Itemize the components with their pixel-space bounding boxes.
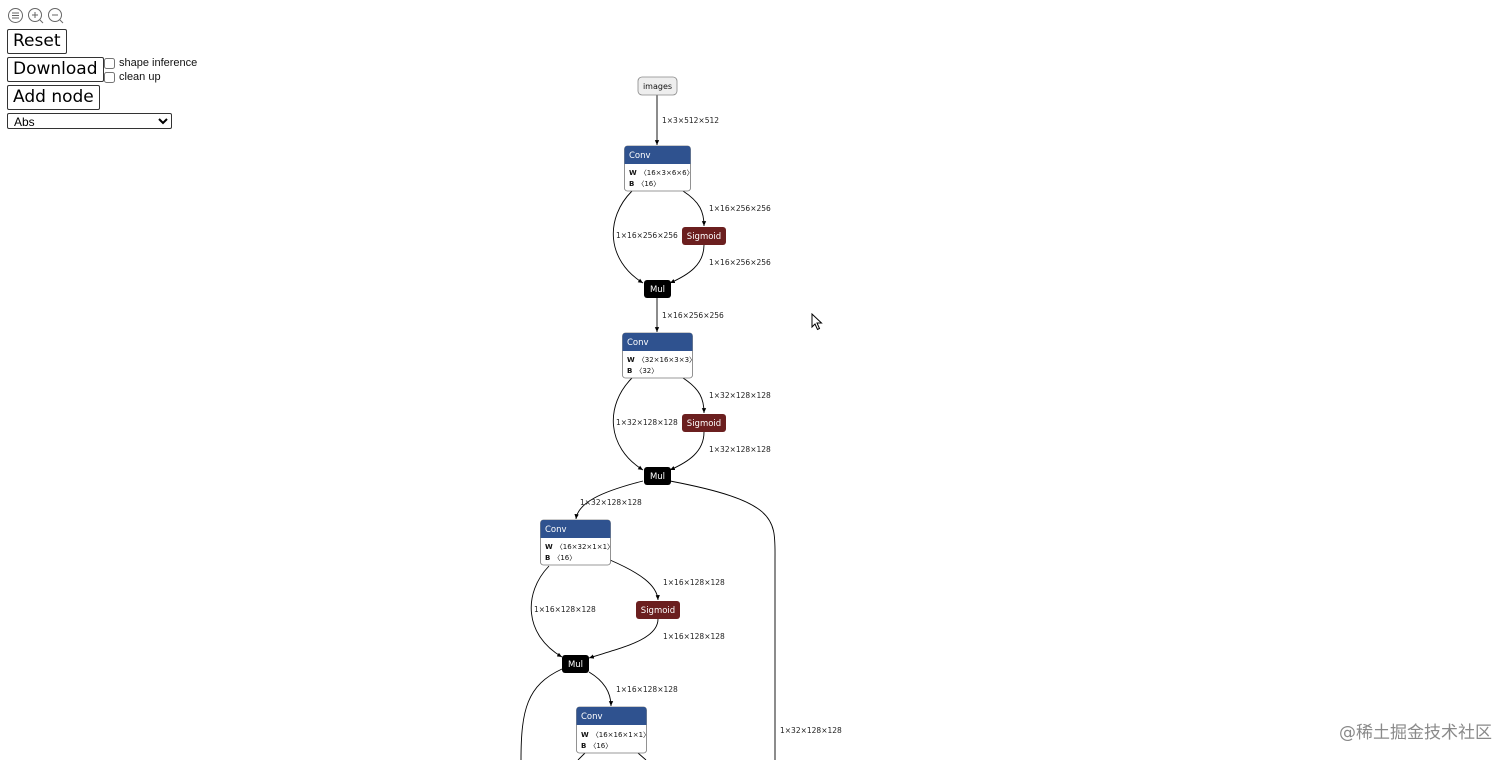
- sigmoid-node-3[interactable]: Sigmoid: [636, 601, 680, 619]
- download-button[interactable]: Download: [7, 57, 104, 82]
- edge-conv1-sig1: [682, 190, 707, 227]
- conv-node-1-w-val: 〈16×3×6×6〉: [640, 169, 694, 177]
- shape-inference-label: shape inference: [119, 57, 198, 69]
- edge-sig1-mul1: [669, 244, 705, 284]
- conv-node-1-title: Conv: [629, 151, 651, 161]
- edge-label-conv3-sig3: 1×16×128×128: [663, 578, 725, 587]
- add-node-button[interactable]: Add node: [7, 85, 100, 110]
- clean-up-label: clean up: [119, 71, 161, 83]
- clean-up-checkbox[interactable]: [104, 71, 115, 83]
- conv-node-1-weight: W〈16×3×6×6〉: [629, 169, 694, 177]
- conv-node-3-bias: B〈16〉: [545, 554, 576, 562]
- edge-label-sig2-mul2: 1×32×128×128: [709, 445, 771, 454]
- edge-label-images-conv1: 1×3×512×512: [662, 116, 719, 125]
- edge-label-conv1-mul1: 1×16×256×256: [616, 231, 678, 240]
- edge-mul2-skip: [669, 480, 776, 760]
- toolbar-icons: [7, 7, 64, 24]
- edge-label-conv1-sig1: 1×16×256×256: [709, 204, 771, 213]
- edge-mul3-conv4: [588, 671, 614, 707]
- conv-node-4-weight: W〈16×16×1×1〉: [581, 731, 650, 739]
- conv-node-3-b-key: B: [545, 554, 550, 562]
- watermark: @稀土掘金技术社区: [1339, 723, 1492, 743]
- edge-conv1-mul1: [612, 190, 644, 284]
- edge-label-mul2-skip: 1×32×128×128: [780, 726, 842, 735]
- conv-node-1-bias: B〈16〉: [629, 180, 660, 188]
- edge-sig2-mul2: [669, 431, 705, 471]
- sigmoid-node-3-title: Sigmoid: [641, 606, 675, 616]
- edge-conv2-mul2: [612, 377, 644, 471]
- reset-button[interactable]: Reset: [7, 29, 67, 54]
- shape-inference-checkbox[interactable]: [104, 57, 115, 69]
- mul-node-1-title: Mul: [650, 285, 665, 295]
- mul-node-2[interactable]: Mul: [644, 467, 671, 485]
- edge-label-mul1-conv2: 1×16×256×256: [662, 311, 724, 320]
- conv-node-2-title: Conv: [627, 338, 649, 348]
- edge-label-conv2-sig2: 1×32×128×128: [709, 391, 771, 400]
- shape-inference-option[interactable]: shape inference: [104, 56, 197, 70]
- conv-node-2-w-val: 〈32×16×3×3〉: [638, 356, 696, 364]
- input-node-label: images: [643, 82, 672, 91]
- edge-conv4-out-right: [637, 752, 647, 760]
- conv-node-2-b-key: B: [627, 367, 632, 375]
- conv-node-4[interactable]: Conv W〈16×16×1×1〉 B〈16〉: [576, 706, 651, 754]
- edge-sig3-mul3: [588, 618, 659, 659]
- conv-node-4-b-key: B: [581, 742, 586, 750]
- conv-node-3-weight: W〈16×32×1×1〉: [545, 543, 614, 551]
- sigmoid-node-1[interactable]: Sigmoid: [682, 227, 726, 245]
- mul-node-2-title: Mul: [650, 472, 665, 482]
- mul-node-3[interactable]: Mul: [562, 655, 589, 673]
- conv-node-4-title: Conv: [581, 712, 603, 722]
- conv-node-2-b-val: 〈32〉: [635, 367, 658, 375]
- edge-mul2-conv3: [574, 480, 644, 520]
- mouse-cursor-icon: [811, 313, 823, 331]
- edge-conv2-sig2: [682, 377, 707, 414]
- menu-icon[interactable]: [7, 7, 24, 24]
- zoom-out-icon[interactable]: [47, 7, 64, 24]
- edge-conv3-mul3: [530, 565, 563, 658]
- edge-labels: 1×3×512×512 1×16×256×256 1×16×256×256 1×…: [534, 116, 842, 735]
- conv-node-3-w-val: 〈16×32×1×1〉: [556, 543, 614, 551]
- input-node-images[interactable]: images: [637, 76, 678, 96]
- edge-mul3-continue: [520, 668, 563, 760]
- conv-node-1[interactable]: Conv W〈16×3×6×6〉 B〈16〉: [624, 145, 694, 192]
- conv-node-2[interactable]: Conv W〈32×16×3×3〉 B〈32〉: [622, 332, 697, 379]
- conv-node-3-w-key: W: [545, 543, 553, 551]
- conv-node-4-bias: B〈16〉: [581, 742, 612, 750]
- edge-conv3-sig3: [609, 559, 660, 601]
- mul-node-1[interactable]: Mul: [644, 280, 671, 298]
- conv-node-1-w-key: W: [629, 169, 637, 177]
- edge-label-mul3-conv4: 1×16×128×128: [616, 685, 678, 694]
- conv-node-4-w-val: 〈16×16×1×1〉: [592, 731, 650, 739]
- clean-up-option[interactable]: clean up: [104, 70, 197, 84]
- op-type-select[interactable]: Abs: [7, 113, 172, 129]
- conv-node-1-b-key: B: [629, 180, 634, 188]
- conv-node-4-b-val: 〈16〉: [589, 742, 612, 750]
- edge-label-mul2-conv3: 1×32×128×128: [580, 498, 642, 507]
- edge-label-sig1-mul1: 1×16×256×256: [709, 258, 771, 267]
- edge-conv4-out-left: [577, 752, 586, 760]
- conv-node-2-bias: B〈32〉: [627, 367, 658, 375]
- edge-label-sig3-mul3: 1×16×128×128: [663, 632, 725, 641]
- conv-node-3-title: Conv: [545, 525, 567, 535]
- edge-label-conv3-mul3: 1×16×128×128: [534, 605, 596, 614]
- conv-node-1-b-val: 〈16〉: [637, 180, 660, 188]
- mul-node-3-title: Mul: [568, 660, 583, 670]
- options-checkboxes: shape inference clean up: [104, 56, 197, 84]
- edge-label-conv2-mul2: 1×32×128×128: [616, 418, 678, 427]
- conv-node-3[interactable]: Conv W〈16×32×1×1〉 B〈16〉: [540, 519, 615, 566]
- zoom-in-icon[interactable]: [27, 7, 44, 24]
- sigmoid-node-1-title: Sigmoid: [687, 232, 721, 242]
- conv-node-3-b-val: 〈16〉: [553, 554, 576, 562]
- conv-node-4-w-key: W: [581, 731, 589, 739]
- sigmoid-node-2[interactable]: Sigmoid: [682, 414, 726, 432]
- conv-node-2-weight: W〈32×16×3×3〉: [627, 356, 696, 364]
- sigmoid-node-2-title: Sigmoid: [687, 419, 721, 429]
- graph-edges: [520, 95, 776, 760]
- conv-node-2-w-key: W: [627, 356, 635, 364]
